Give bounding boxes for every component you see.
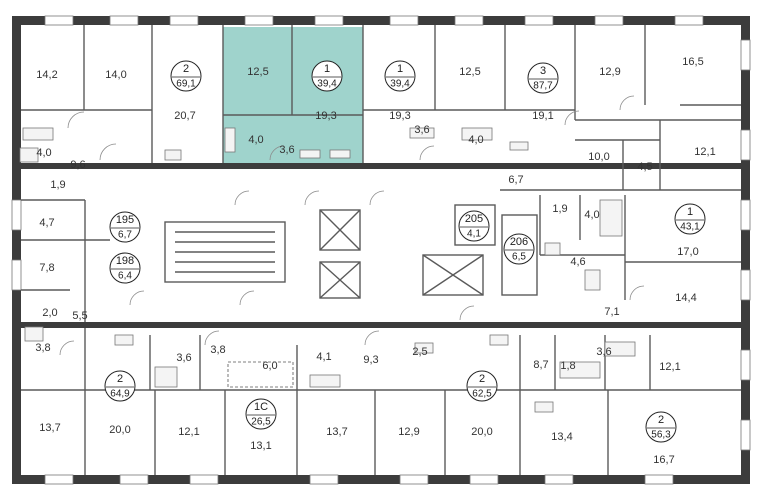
room-area: 2,5 — [412, 346, 427, 358]
room-area: 4,6 — [570, 256, 585, 268]
apartment-area: 87,7 — [533, 81, 553, 92]
apartment-rooms: 2 — [479, 373, 485, 385]
storage-badge[interactable]: 195 6,7 — [109, 211, 141, 243]
room-area: 6,0 — [262, 360, 277, 372]
apartment-area: 62,5 — [472, 389, 492, 400]
storage-number: 205 — [465, 213, 483, 225]
room-area: 14,0 — [105, 69, 126, 81]
apartment-badge[interactable]: 2 56,3 — [645, 411, 677, 443]
apartment-badge[interactable]: 1 43,1 — [674, 203, 706, 235]
room-area: 20,0 — [109, 424, 130, 436]
apartment-badges: 2 69,1 1 39,4 1 39,4 3 87,7 1 43,1 — [104, 60, 706, 443]
room-area: 4,0 — [248, 134, 263, 146]
room-area: 13,4 — [551, 431, 572, 443]
room-area: 3,6 — [176, 352, 191, 364]
room-area: 9,3 — [363, 354, 378, 366]
room-area: 19,3 — [315, 110, 336, 122]
windows — [11, 15, 751, 485]
room-labels: 14,2 14,0 20,7 12,5 19,3 19,3 12,5 19,1 … — [35, 56, 715, 466]
room-area: 12,1 — [178, 426, 199, 438]
room-area: 4,1 — [316, 351, 331, 363]
apartment-area: 64,9 — [110, 389, 130, 400]
room-area: 1,9 — [552, 203, 567, 215]
apartment-badge[interactable]: 2 62,5 — [466, 370, 498, 402]
fixtures — [19, 127, 636, 413]
room-area: 3,8 — [35, 342, 50, 354]
storage-area: 6,4 — [118, 271, 132, 282]
room-area: 4,5 — [637, 161, 652, 173]
storage-area: 6,5 — [512, 252, 526, 263]
highlighted-apartment[interactable] — [223, 27, 363, 163]
apartment-rooms: 2 — [117, 373, 123, 385]
room-area: 3,6 — [279, 144, 294, 156]
apartment-area: 39,4 — [317, 79, 337, 90]
room-area: 14,2 — [36, 69, 57, 81]
apartment-rooms: 2 — [183, 63, 189, 75]
storage-number: 206 — [510, 236, 528, 248]
apartment-area: 69,1 — [176, 79, 196, 90]
room-area: 12,1 — [659, 361, 680, 373]
room-area: 1,9 — [50, 179, 65, 191]
storage-number: 195 — [116, 214, 134, 226]
room-area: 14,4 — [675, 292, 696, 304]
room-area: 1,8 — [560, 360, 575, 372]
apartment-rooms: 1С — [254, 401, 268, 413]
apartment-area: 43,1 — [680, 222, 700, 233]
room-area: 6,7 — [508, 174, 523, 186]
apartment-badge[interactable]: 1 39,4 — [384, 60, 416, 92]
room-area: 12,9 — [599, 66, 620, 78]
room-area: 7,8 — [39, 262, 54, 274]
apartment-badge[interactable]: 1С 26,5 — [245, 398, 277, 430]
room-area: 4,0 — [468, 134, 483, 146]
apartment-badge[interactable]: 2 69,1 — [170, 60, 202, 92]
storage-badge[interactable]: 206 6,5 — [503, 233, 535, 265]
room-area: 4,7 — [39, 217, 54, 229]
room-area: 12,9 — [398, 426, 419, 438]
storage-area: 6,7 — [118, 230, 132, 241]
room-area: 8,7 — [533, 359, 548, 371]
room-area: 12,1 — [694, 146, 715, 158]
building-footprint — [10, 14, 750, 484]
storage-badge[interactable]: 205 4,1 — [458, 210, 490, 242]
apartment-rooms: 3 — [540, 65, 546, 77]
room-area: 13,7 — [39, 422, 60, 434]
apartment-area: 26,5 — [251, 417, 271, 428]
outer-walls — [12, 16, 750, 484]
apartment-rooms: 1 — [687, 206, 693, 218]
room-area: 16,5 — [682, 56, 703, 68]
storage-badge[interactable]: 198 6,4 — [109, 252, 141, 284]
room-area: 4,0 — [36, 147, 51, 159]
room-area: 4,0 — [584, 209, 599, 221]
room-area: 3,6 — [596, 346, 611, 358]
room-area: 16,7 — [653, 454, 674, 466]
room-area: 20,0 — [471, 426, 492, 438]
room-area: 19,1 — [532, 110, 553, 122]
room-area: 20,7 — [174, 110, 195, 122]
apartment-badge[interactable]: 3 87,7 — [527, 62, 559, 94]
room-area: 12,5 — [247, 66, 268, 78]
apartment-area: 39,4 — [390, 79, 410, 90]
storage-number: 198 — [116, 255, 134, 267]
doors — [59, 95, 645, 356]
room-area: 7,1 — [604, 306, 619, 318]
apartment-rooms: 1 — [324, 63, 330, 75]
apartment-badge[interactable]: 1 39,4 — [311, 60, 343, 92]
apartment-area: 56,3 — [651, 430, 671, 441]
room-area: 10,0 — [588, 151, 609, 163]
apartment-badge[interactable]: 2 64,9 — [104, 370, 136, 402]
room-area: 3,8 — [210, 344, 225, 356]
room-area: 3,6 — [414, 124, 429, 136]
apartment-rooms: 1 — [397, 63, 403, 75]
room-area: 19,3 — [389, 110, 410, 122]
room-area: 13,7 — [326, 426, 347, 438]
room-area: 12,5 — [459, 66, 480, 78]
apartment-rooms: 2 — [658, 414, 664, 426]
room-area: 2,0 — [42, 307, 57, 319]
room-area: 17,0 — [677, 246, 698, 258]
room-area: 5,5 — [72, 310, 87, 322]
storage-area: 4,1 — [467, 229, 481, 240]
room-area: 13,1 — [250, 440, 271, 452]
room-area: 9,6 — [70, 159, 85, 171]
